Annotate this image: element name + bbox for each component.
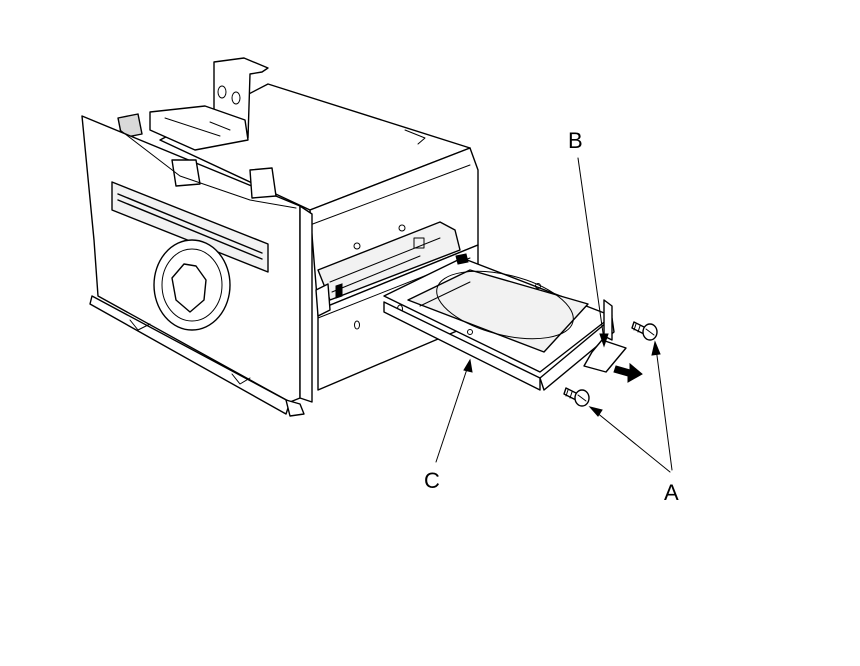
callout-a: A xyxy=(664,480,679,505)
callout-b: B xyxy=(568,128,583,153)
tab-icon xyxy=(583,339,643,383)
hard-drive-tray-icon xyxy=(335,253,615,391)
top-bracket xyxy=(117,57,269,151)
leader-lines xyxy=(435,157,673,473)
callout-c: C xyxy=(424,468,440,493)
screw-icon xyxy=(563,321,658,407)
front-panel xyxy=(81,115,331,417)
